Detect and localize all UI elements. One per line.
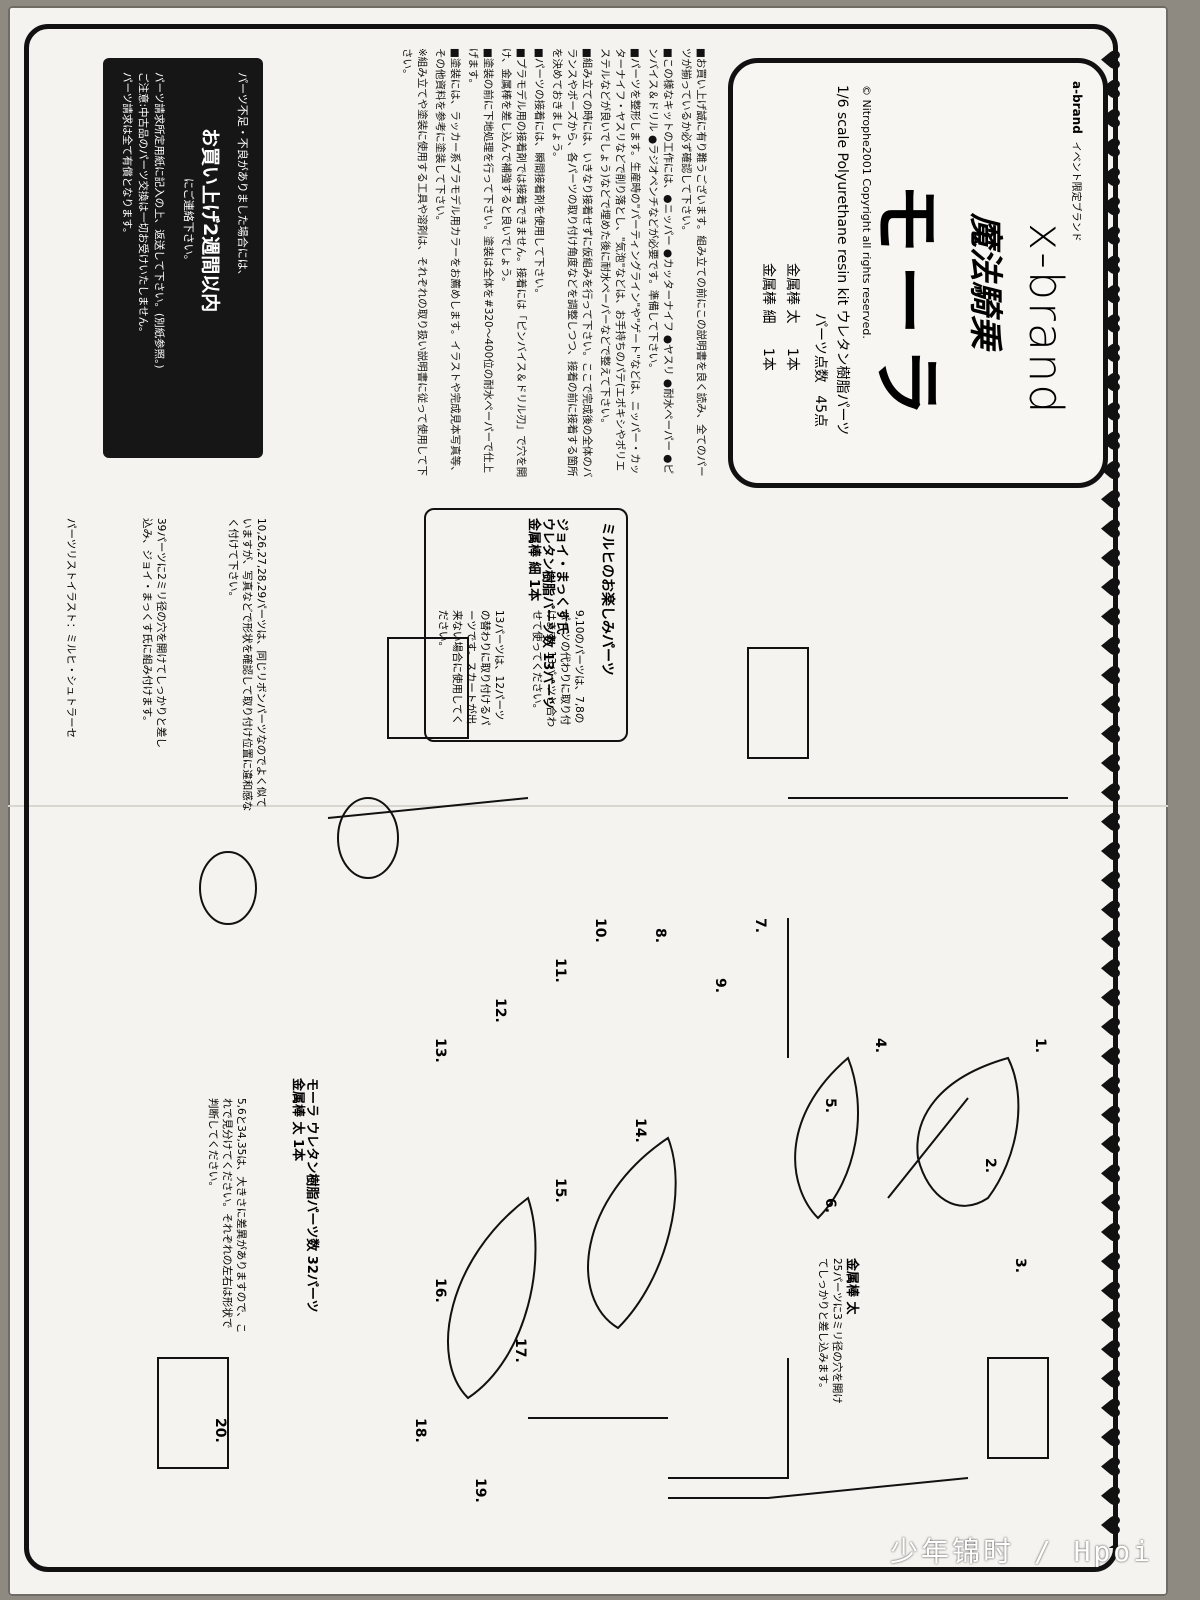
- connector-line: [327, 797, 529, 819]
- part-shape: [157, 1357, 229, 1469]
- part-label: 6.: [822, 1198, 838, 1214]
- part-label: 20.: [212, 1418, 228, 1443]
- instruction-paragraph: ■プラモデル用の接着剤では接着できません。接着には「ピンバイス＆ドリル刃」で穴を…: [500, 48, 527, 478]
- part-shape: [916, 1056, 1020, 1207]
- brand-logo: a-brand イベント限定ブランド: [1070, 81, 1085, 242]
- joy-rod: 金属棒 細 1本: [526, 518, 541, 602]
- instruction-paragraph: ■組み立ての時には、いきなり接着せずに仮組みを行って下さい。ここで完成後の全体の…: [551, 48, 593, 478]
- mora-rod: 金属棒 太 1本: [290, 1078, 305, 1162]
- kit-type-en: 1/6 scale Polyurethane resin kit: [834, 85, 850, 306]
- rod-thin-row: 金属棒 細 1本: [759, 263, 779, 371]
- rotated-layout: ♥♥♥♥♥♥♥♥♥♥♥♥♥♥♥♥♥♥♥♥♥♥♥♥♥♥♥♥♥♥♥♥♥♥♥♥♥♥♥♥…: [18, 18, 1124, 1578]
- part-label: 1.: [1032, 1038, 1048, 1054]
- part-label: 10.: [592, 918, 608, 943]
- instruction-paragraph: ■パーツを整形します。生産時の"パーティングライン"や"ゲート"などは、ニッパー…: [599, 48, 641, 475]
- ribbon-note: 10,26,27,28,29パーツは、同じリボンパーツなのでよく似ていますが、写…: [227, 518, 267, 812]
- part-shape: [387, 637, 469, 739]
- notice-line: パーツ請求は全て有償となります。: [121, 72, 133, 239]
- joy-rod-note: 39パーツに2ミリ径の穴を開けてしっかりと差し込み、ジョイ・まっくす氏に組み付け…: [141, 518, 167, 748]
- rod-thick-row: 金属棒 太 1本: [783, 263, 803, 371]
- instruction-paragraph: ■塗装の前に下地処理を行って下さい。塗装は全体を#320〜400位の耐水ペーパー…: [467, 48, 494, 474]
- part-shape: [794, 1056, 859, 1220]
- connector-line: [668, 1477, 969, 1499]
- instruction-paragraph: ■この様なキットの工作には、●ニッパー ●カッターナイフ ●ヤスリ ●耐水ペーパ…: [647, 48, 674, 474]
- instruction-paragraph: ※組み立てや塗装に使用する工具や溶剤は、それぞれの取り扱い説明書に従って使用して…: [401, 48, 428, 476]
- part-shape: [747, 647, 809, 759]
- rod-thin-label: 金属棒 細: [760, 263, 776, 324]
- joy-parts-count: ウレタン樹脂パーツ数 13パーツ: [540, 518, 555, 710]
- instruction-paragraph: ■お買い上げ誠に有り難うございます。組み立ての前にこの説明書を良く読み、全てのパ…: [680, 48, 707, 477]
- part-label: 19.: [472, 1478, 488, 1503]
- connector-line: [668, 1358, 789, 1479]
- part-shape: [199, 851, 257, 925]
- rod-thin-count: 1本: [760, 347, 776, 371]
- part-shape: [587, 1136, 677, 1330]
- joy-summary: ジョイ・まっくす氏 ウレタン樹脂パーツ数 13パーツ 金属棒 細 1本: [526, 518, 569, 758]
- part-label: 13.: [432, 1038, 448, 1063]
- page-title: モーラ: [866, 183, 948, 429]
- instruction-paragraph: ■パーツの接着には、瞬間接着剤を使用して下さい。: [533, 48, 545, 299]
- sheet-content: ♥♥♥♥♥♥♥♥♥♥♥♥♥♥♥♥♥♥♥♥♥♥♥♥♥♥♥♥♥♥♥♥♥♥♥♥♥♥♥♥…: [18, 18, 1124, 1578]
- fold-crease: [8, 805, 1168, 807]
- copyright-text: © Nitrophe2001 Copyright all rights rese…: [860, 85, 873, 339]
- part-label: 16.: [432, 1278, 448, 1303]
- part-label: 8.: [652, 928, 668, 944]
- part-label: 15.: [552, 1178, 568, 1203]
- part-shape: [337, 797, 399, 879]
- notice-line: ご注意:中古品のパーツ交換は一切お受けいたしません。: [137, 72, 149, 338]
- notice-line: パーツ請求所定用紙に記入の上、返送して下さい。(別紙参照。): [153, 72, 165, 369]
- instructions-text: ■お買い上げ誠に有り難うございます。組み立ての前にこの説明書を良く読み、全てのパ…: [396, 48, 708, 478]
- rod-thick-label: 金属棒 太: [784, 263, 800, 324]
- size-note: 5,6と34,35は、大きさに差異がありますので、これで見分けてください。それぞ…: [207, 1098, 247, 1334]
- instruction-paragraph: ■塗装には、ラッカー系プラモデル用カラーをお薦めします。イラストや完成見本写真等…: [434, 48, 461, 477]
- part-shape: [447, 1196, 537, 1400]
- parts-count-value: 45点: [812, 395, 828, 428]
- joy-title: ジョイ・まっくす氏: [554, 518, 569, 635]
- notice-line: パーツ不足・不良がありました場合には、: [236, 72, 249, 281]
- title-panel: a-brand イベント限定ブランド x-brand 魔法騎乗 モーラ © Ni…: [728, 58, 1108, 488]
- part-shape: [987, 1357, 1049, 1459]
- notice-box: パーツ不足・不良がありました場合には、 お買い上げ2週間以内 にご連絡下さい。 …: [103, 58, 263, 458]
- xbrand-logo: x-brand: [1019, 223, 1073, 416]
- part-label: 14.: [632, 1118, 648, 1143]
- parts-count: パーツ点数 45点: [811, 313, 831, 427]
- illustration-credit: パーツリストイラスト：ミルヒ・シュトラーセ: [65, 518, 77, 739]
- watermark: 少年锦时 / Hpoi: [890, 1535, 1154, 1568]
- connector-line: [887, 1097, 969, 1199]
- part-label: 11.: [552, 958, 568, 983]
- brand-name: a-brand: [1070, 81, 1084, 134]
- kit-type-jp: ウレタン樹脂パーツ: [834, 309, 850, 436]
- mora-parts-count: モーラ ウレタン樹脂パーツ数 32パーツ: [304, 1078, 319, 1313]
- part-label: 12.: [492, 998, 508, 1023]
- parts-count-label: パーツ点数: [812, 313, 828, 383]
- part-label: 18.: [412, 1418, 428, 1443]
- part-label: 3.: [1012, 1258, 1028, 1274]
- parts-diagram: ミルヒのお楽しみパーツ 9,10のパーツは、7,8のパーツの代わりに取り付けます…: [38, 498, 1088, 1558]
- rod-thick-note: 25パーツに3ミリ径の穴を開けてしっかりと差し込みます。: [817, 1258, 843, 1404]
- part-label: 4.: [872, 1038, 888, 1054]
- rod-thick-count: 1本: [784, 347, 800, 371]
- notice-line: にご連絡下さい。: [182, 178, 195, 266]
- series-title: 魔法騎乗: [965, 213, 1005, 349]
- part-label: 7.: [752, 918, 768, 934]
- kit-type: 1/6 scale Polyurethane resin kit ウレタン樹脂パ…: [833, 85, 853, 435]
- rod-thick-title: 金属棒 太: [844, 1258, 859, 1315]
- part-label: 5.: [822, 1098, 838, 1114]
- notice-headline: お買い上げ2週間以内: [199, 128, 221, 313]
- part-label: 9.: [712, 978, 728, 994]
- mora-summary: モーラ ウレタン樹脂パーツ数 32パーツ 金属棒 太 1本: [290, 1078, 319, 1338]
- rod-thick-caption: 金属棒 太 25パーツに3ミリ径の穴を開けてしっかりと差し込みます。: [816, 1258, 859, 1408]
- part-label: 17.: [512, 1338, 528, 1363]
- part-label: 2.: [982, 1158, 998, 1174]
- parts-drawing: [157, 637, 1068, 1499]
